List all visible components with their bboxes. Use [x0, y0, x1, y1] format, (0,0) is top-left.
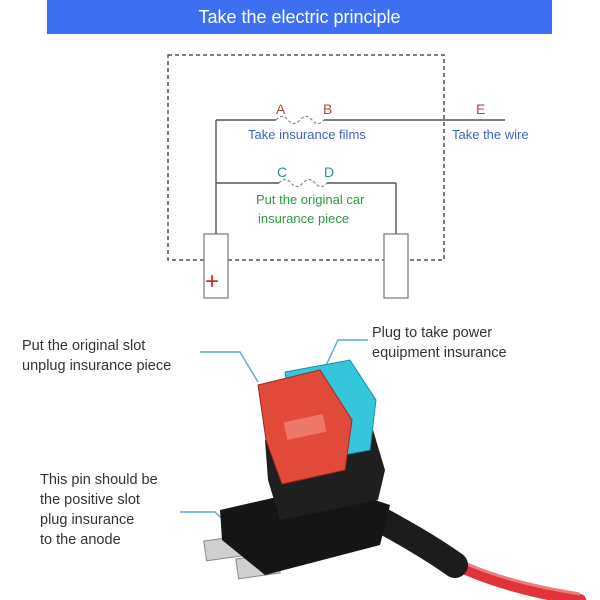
callout-left-bottom: This pin should be the positive slot plu… — [40, 470, 158, 550]
fuse-cd — [278, 178, 328, 188]
terminal-left — [203, 233, 229, 299]
fuse-ab — [275, 115, 325, 125]
callout-line-left-top — [200, 351, 259, 383]
point-a-label: A — [276, 101, 286, 117]
callout-left-top-line2: unplug insurance piece — [22, 358, 172, 374]
label-take-wire: Take the wire — [452, 127, 529, 142]
callout-left-bottom-line1: This pin should be — [40, 472, 158, 488]
header-banner: Take the electric principle — [47, 0, 552, 34]
label-original-line1: Put the original car — [256, 192, 365, 207]
positive-symbol: + — [205, 268, 220, 295]
dashed-enclosure — [167, 54, 445, 261]
red-fuse-window — [283, 414, 327, 440]
label-original-line2: insurance piece — [258, 211, 350, 226]
callout-left-bottom-line2: the positive slot — [40, 492, 140, 508]
callout-left-bottom-line3: plug insurance — [40, 512, 135, 528]
callout-line-right-top — [322, 339, 368, 373]
point-d-label: D — [324, 164, 335, 180]
black-base — [220, 485, 390, 575]
terminal-right — [383, 233, 409, 299]
callout-left-bottom-line4: to the anode — [40, 532, 121, 548]
label-insurance-films: Take insurance films — [248, 127, 366, 142]
callout-right-top-line2: equipment insurance — [372, 345, 507, 361]
point-b-label: B — [323, 101, 333, 117]
point-c-label: C — [277, 164, 288, 180]
callout-right-top: Plug to take power equipment insurance — [372, 323, 507, 363]
callout-right-top-line1: Plug to take power — [372, 325, 493, 341]
callout-left-top-line1: Put the original slot — [22, 338, 146, 354]
callout-left-top: Put the original slot unplug insurance p… — [22, 336, 171, 376]
point-e-label: E — [476, 101, 486, 117]
header-title: Take the electric principle — [198, 6, 401, 27]
